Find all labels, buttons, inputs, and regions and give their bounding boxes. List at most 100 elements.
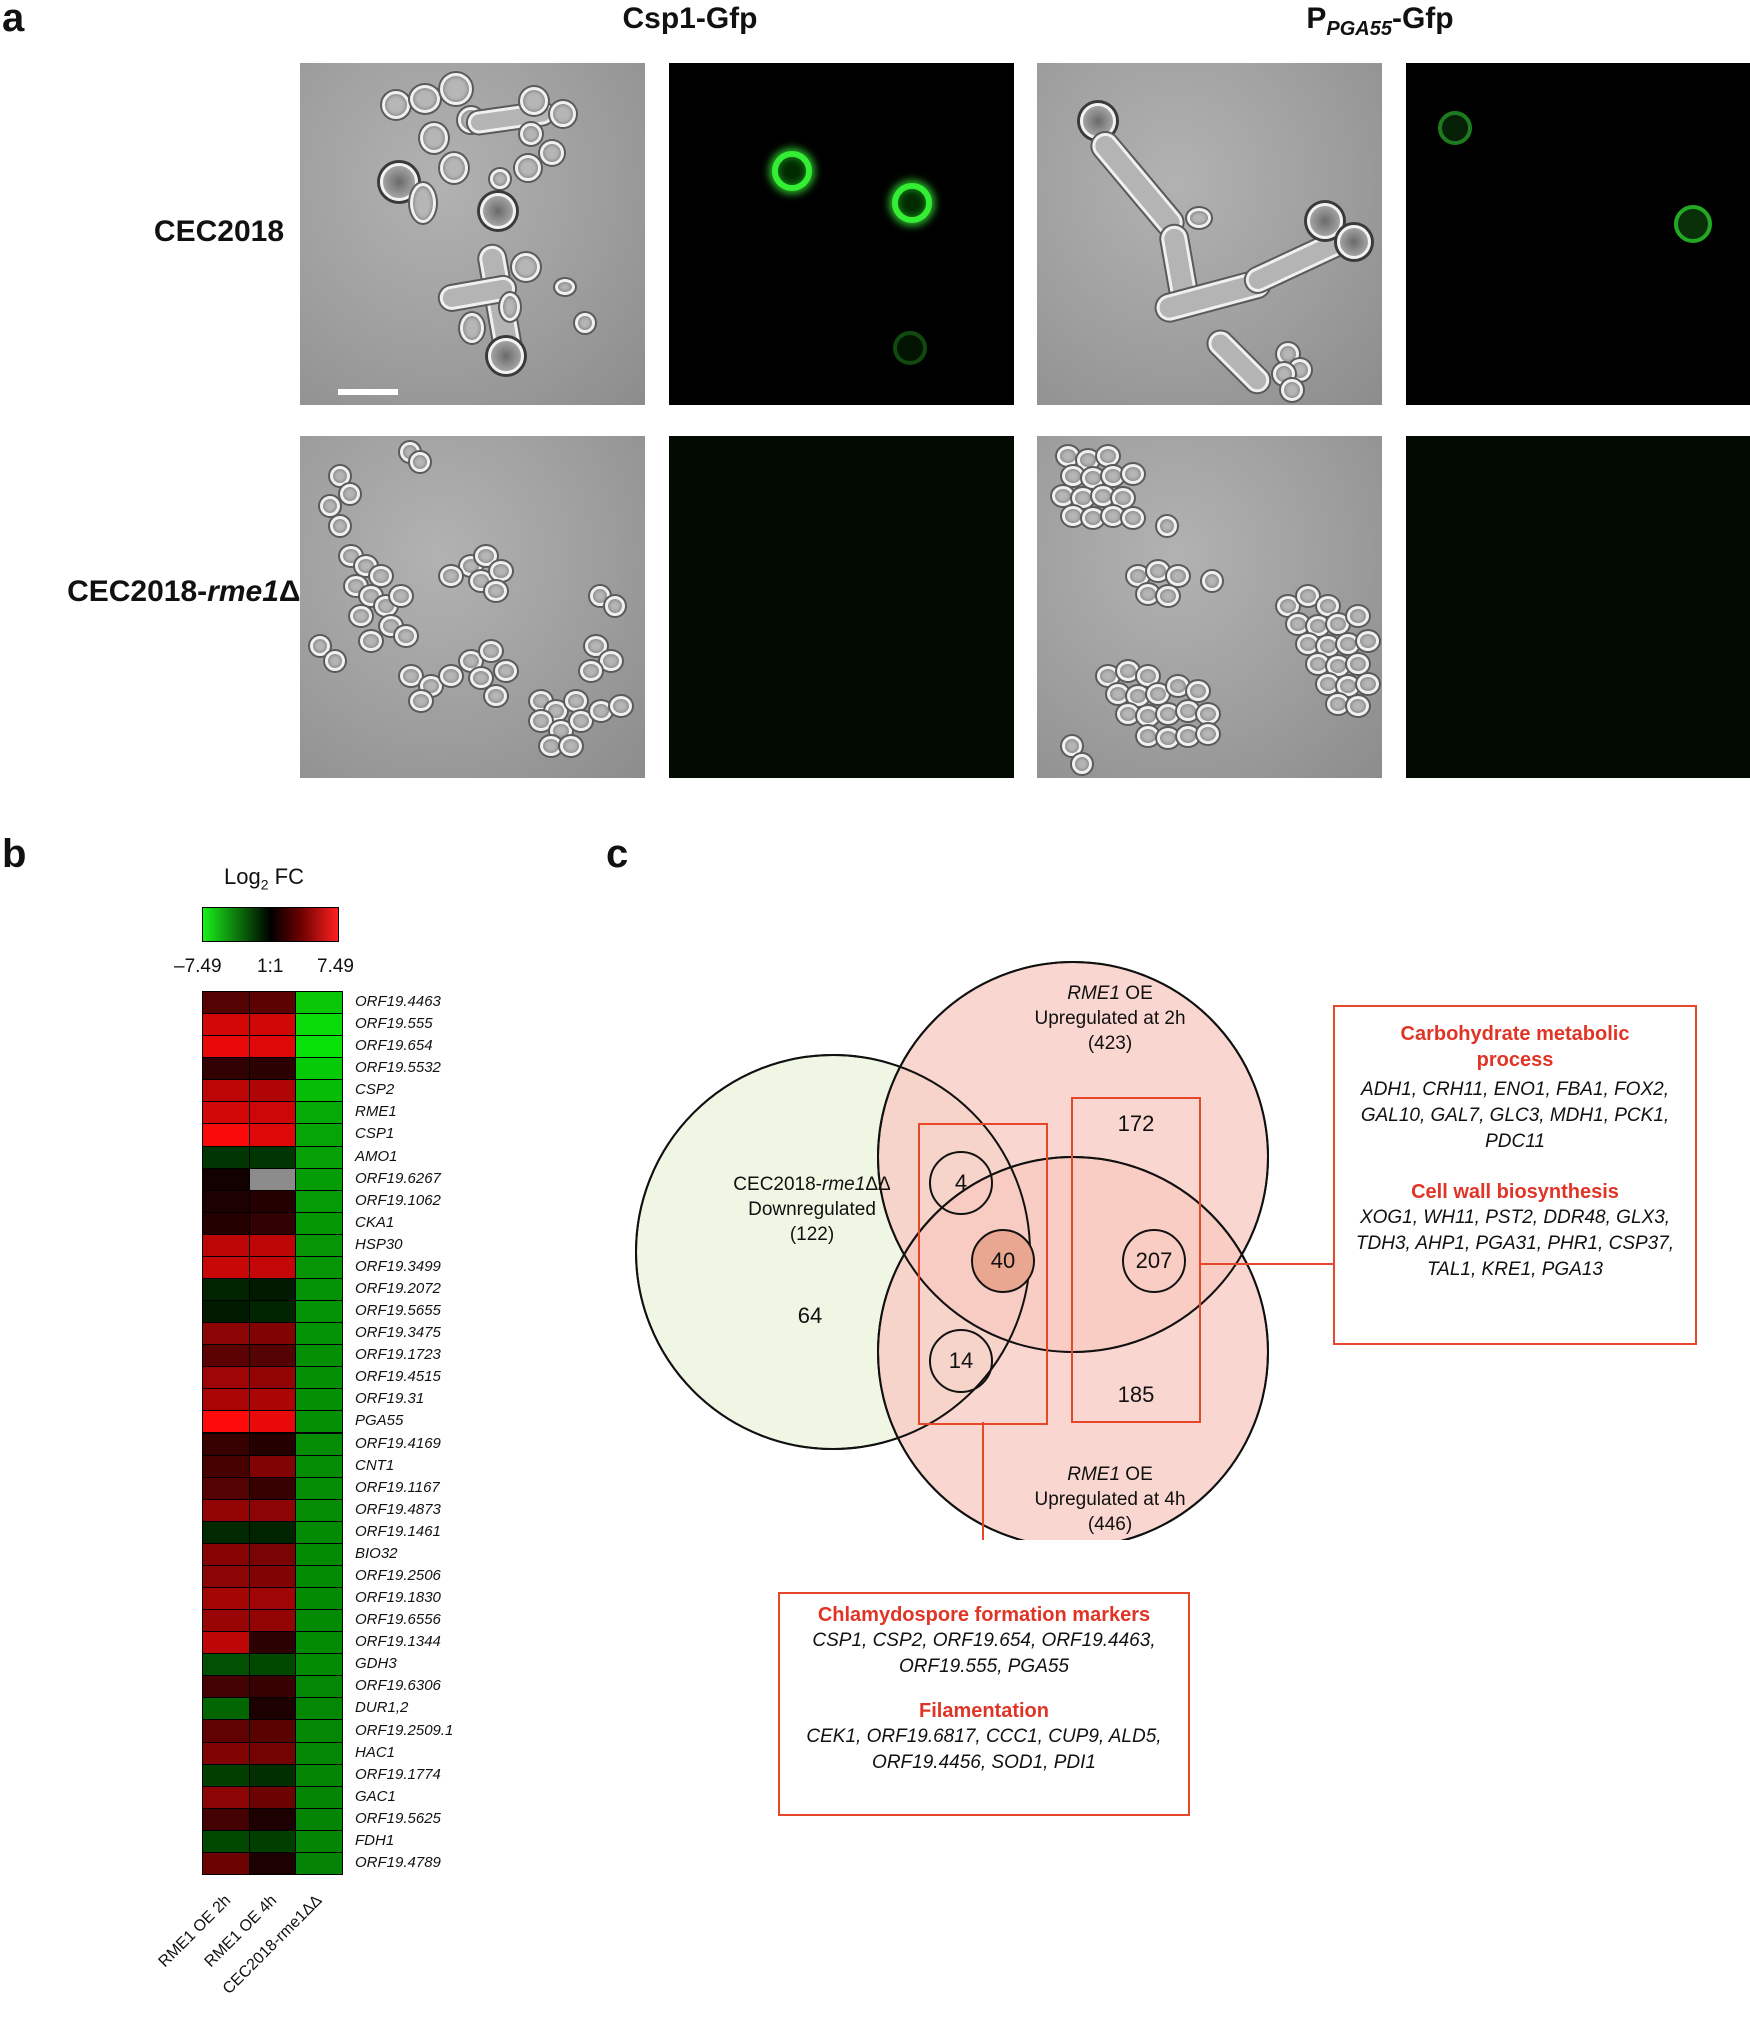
heatmap-cell bbox=[295, 1520, 343, 1544]
heatmap-cell bbox=[295, 1344, 343, 1368]
heatmap-gene-label: ORF19.6306 bbox=[355, 1677, 441, 1695]
heatmap-gene-label: ORF19.3475 bbox=[355, 1324, 441, 1342]
heatmap-cell bbox=[202, 1057, 250, 1081]
venn-count-up-2h-only: 172 bbox=[1117, 1111, 1155, 1136]
heatmap-cell bbox=[202, 1807, 250, 1831]
heatmap-cell bbox=[202, 1520, 250, 1544]
heatmap-cell bbox=[248, 1631, 297, 1655]
venn-count-down-2h: 4 bbox=[929, 1151, 993, 1215]
heatmap-gene-label: ORF19.4169 bbox=[355, 1434, 441, 1452]
heatmap-cell bbox=[295, 1300, 343, 1324]
heatmap-cell bbox=[248, 1564, 297, 1588]
col-header-csp1-gfp: Csp1-Gfp bbox=[622, 2, 758, 35]
row-header-cec2018: CEC2018 bbox=[153, 215, 284, 248]
heatmap-cell bbox=[295, 1653, 343, 1677]
heatmap-cell bbox=[295, 1719, 343, 1743]
heatmap-cell bbox=[295, 1697, 343, 1721]
heatmap-cell bbox=[248, 1653, 297, 1677]
heatmap-gene-label: ORF19.5532 bbox=[355, 1059, 441, 1077]
heatmap-cell bbox=[248, 1167, 297, 1191]
heatmap-gene-label: HSP30 bbox=[355, 1235, 403, 1253]
heatmap-color-scale bbox=[202, 907, 339, 942]
heatmap-gene-label: ORF19.4789 bbox=[355, 1853, 441, 1871]
heatmap-cell bbox=[202, 1410, 250, 1434]
heatmap-cell bbox=[248, 1344, 297, 1368]
heatmap-cell bbox=[295, 1454, 343, 1478]
dic-image-rme1-csp1 bbox=[300, 436, 645, 778]
heatmap-gene-label: ORF19.2509.1 bbox=[355, 1721, 454, 1739]
heatmap-cell bbox=[202, 1675, 250, 1699]
heatmap-cell bbox=[202, 1013, 250, 1037]
venn-count-up-4h-only: 185 bbox=[1117, 1382, 1155, 1407]
dic-image-rme1-ppga55 bbox=[1037, 436, 1382, 778]
gfp-image-cec2018-ppga55 bbox=[1406, 63, 1750, 405]
venn-count-up-2h-4h: 207 bbox=[1122, 1229, 1186, 1293]
dic-image-cec2018-ppga55 bbox=[1037, 63, 1382, 405]
venn-label-up-2h: RME1 OE Upregulated at 2h (423) bbox=[1034, 983, 1186, 1054]
heatmap-gene-label: GDH3 bbox=[355, 1655, 397, 1673]
heatmap-cell bbox=[202, 1653, 250, 1677]
heatmap-cell bbox=[295, 1785, 343, 1809]
venn-count-down-4h: 14 bbox=[929, 1329, 993, 1393]
heatmap-cell bbox=[202, 1498, 250, 1522]
heatmap-gene-label: CSP1 bbox=[355, 1125, 395, 1143]
heatmap-cell bbox=[202, 1035, 250, 1059]
heatmap-cell bbox=[295, 1388, 343, 1412]
heatmap-gene-label: BIO32 bbox=[355, 1544, 398, 1562]
annotation-heading-carbohydrate: Carbohydrate metabolic process bbox=[1400, 1023, 1630, 1071]
panel-b-letter: b bbox=[2, 832, 27, 876]
heatmap-cell bbox=[248, 1211, 297, 1235]
annotation-heading-chlamydospore: Chlamydospore formation markers bbox=[817, 1604, 1151, 1626]
heatmap-gene-label: ORF19.4463 bbox=[355, 993, 441, 1011]
heatmap-cell bbox=[248, 1609, 297, 1633]
heatmap-cell bbox=[295, 1476, 343, 1500]
heatmap-cell bbox=[248, 1189, 297, 1213]
heatmap-cell bbox=[248, 1057, 297, 1081]
heatmap-cell bbox=[295, 1189, 343, 1213]
heatmap-cell bbox=[295, 1587, 343, 1611]
heatmap-cell bbox=[248, 1255, 297, 1279]
heatmap-cell bbox=[295, 1763, 343, 1787]
heatmap-legend-mid: 1:1 bbox=[257, 956, 284, 977]
heatmap-cell bbox=[295, 1057, 343, 1081]
heatmap-cell bbox=[202, 1145, 250, 1169]
heatmap-cell bbox=[295, 1410, 343, 1434]
heatmap-gene-label: ORF19.654 bbox=[355, 1037, 433, 1055]
heatmap-cell bbox=[295, 1675, 343, 1699]
heatmap-cell bbox=[248, 1807, 297, 1831]
heatmap-cell bbox=[295, 1741, 343, 1765]
heatmap-cell bbox=[202, 1741, 250, 1765]
heatmap-cell bbox=[202, 1587, 250, 1611]
heatmap-cell bbox=[202, 1476, 250, 1500]
heatmap-gene-label: ORF19.2072 bbox=[355, 1280, 441, 1297]
heatmap-gene-label: PGA55 bbox=[355, 1412, 404, 1430]
heatmap-cell bbox=[248, 1035, 297, 1059]
heatmap-cell bbox=[202, 1344, 250, 1368]
heatmap-cell bbox=[295, 1498, 343, 1522]
heatmap-cell bbox=[248, 1322, 297, 1346]
heatmap-cell bbox=[202, 1167, 250, 1191]
heatmap-gene-label: ORF19.1723 bbox=[355, 1346, 441, 1364]
heatmap-cell bbox=[295, 991, 343, 1015]
heatmap-gene-label: GAC1 bbox=[355, 1787, 396, 1805]
heatmap-gene-label: ORF19.1062 bbox=[355, 1191, 441, 1209]
heatmap-cell bbox=[295, 1035, 343, 1059]
heatmap-gene-label: ORF19.5625 bbox=[355, 1809, 441, 1827]
heatmap-cell bbox=[248, 1587, 297, 1611]
heatmap-cell bbox=[202, 1542, 250, 1566]
annotation-genes-carbohydrate: ADH1, CRH11, ENO1, FBA1, FOX2, GAL10, GA… bbox=[1360, 1079, 1670, 1152]
gfp-image-rme1-ppga55 bbox=[1406, 436, 1750, 778]
heatmap-cell bbox=[248, 1101, 297, 1125]
heatmap-cell bbox=[202, 1785, 250, 1809]
heatmap-cell bbox=[202, 1123, 250, 1147]
heatmap-cell bbox=[248, 1079, 297, 1103]
heatmap-cell bbox=[202, 1079, 250, 1103]
heatmap-gene-label: ORF19.31 bbox=[355, 1390, 425, 1408]
heatmap-gene-label: ORF19.4515 bbox=[355, 1368, 441, 1386]
dic-image-cec2018-csp1 bbox=[300, 63, 645, 405]
venn-count-all-three: 40 bbox=[971, 1229, 1035, 1293]
heatmap-cell bbox=[295, 1322, 343, 1346]
heatmap-cell bbox=[295, 1167, 343, 1191]
heatmap-cell bbox=[202, 1564, 250, 1588]
highlight-box-left bbox=[918, 1123, 1048, 1425]
